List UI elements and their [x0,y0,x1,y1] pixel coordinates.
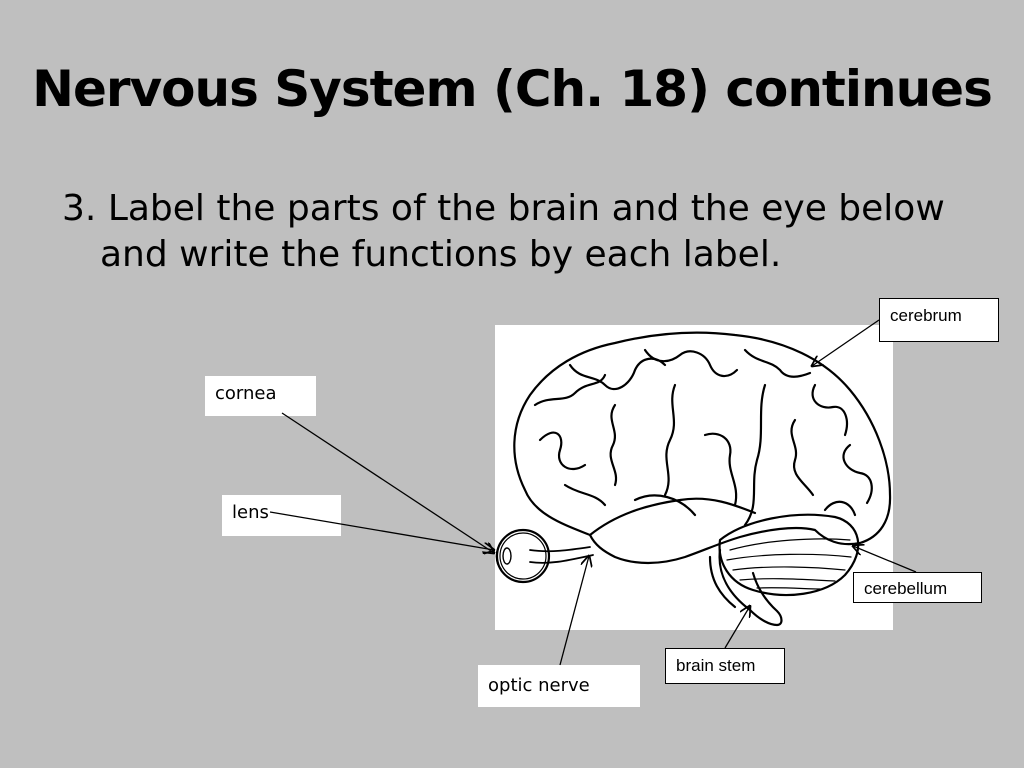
label-cerebellum: cerebellum [853,572,982,603]
arrow-lens [269,511,494,550]
instruction-line-2: and write the functions by each label. [100,234,782,275]
cerebellum-outline [718,513,860,597]
label-cornea: cornea [205,376,316,416]
arrow-brain-stem [724,606,750,649]
brain-stem-outline [718,548,783,627]
label-optic-nerve: optic nerve [478,665,640,707]
instruction-text: 3. Label the parts of the brain and the … [62,186,982,278]
arrow-cornea [281,412,494,553]
instruction-number: 3. [62,188,97,229]
page-title: Nervous System (Ch. 18) continues [32,60,993,118]
arrow-cerebellum [853,546,917,573]
label-brain-stem: brain stem [665,648,785,684]
cerebrum-outline [513,331,892,565]
brain-eye-image [495,325,893,630]
label-lens: lens [222,495,341,536]
arrow-optic-nerve [559,556,589,666]
brain-eye-illustration [495,331,892,627]
arrow-cerebrum [812,319,880,366]
instruction-line-1: Label the parts of the brain and the eye… [107,188,945,229]
label-cerebrum: cerebrum [879,298,999,342]
